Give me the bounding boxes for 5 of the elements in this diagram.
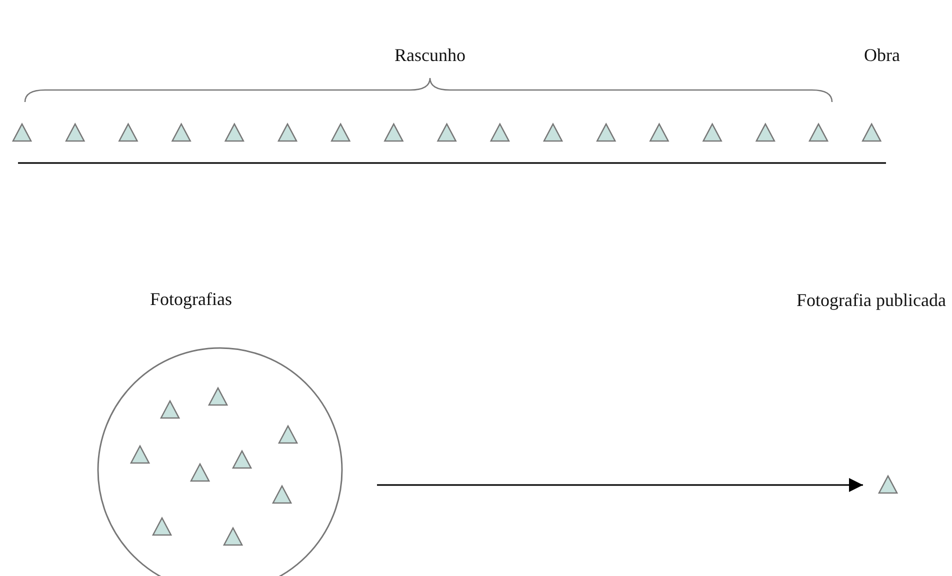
caption-text: Rascunho [394, 44, 466, 66]
node-heading: Fotografias [150, 288, 232, 310]
caption-text: Fotografia publicada [796, 289, 946, 311]
caption-text: Obra [864, 44, 900, 66]
arrow [377, 478, 863, 492]
